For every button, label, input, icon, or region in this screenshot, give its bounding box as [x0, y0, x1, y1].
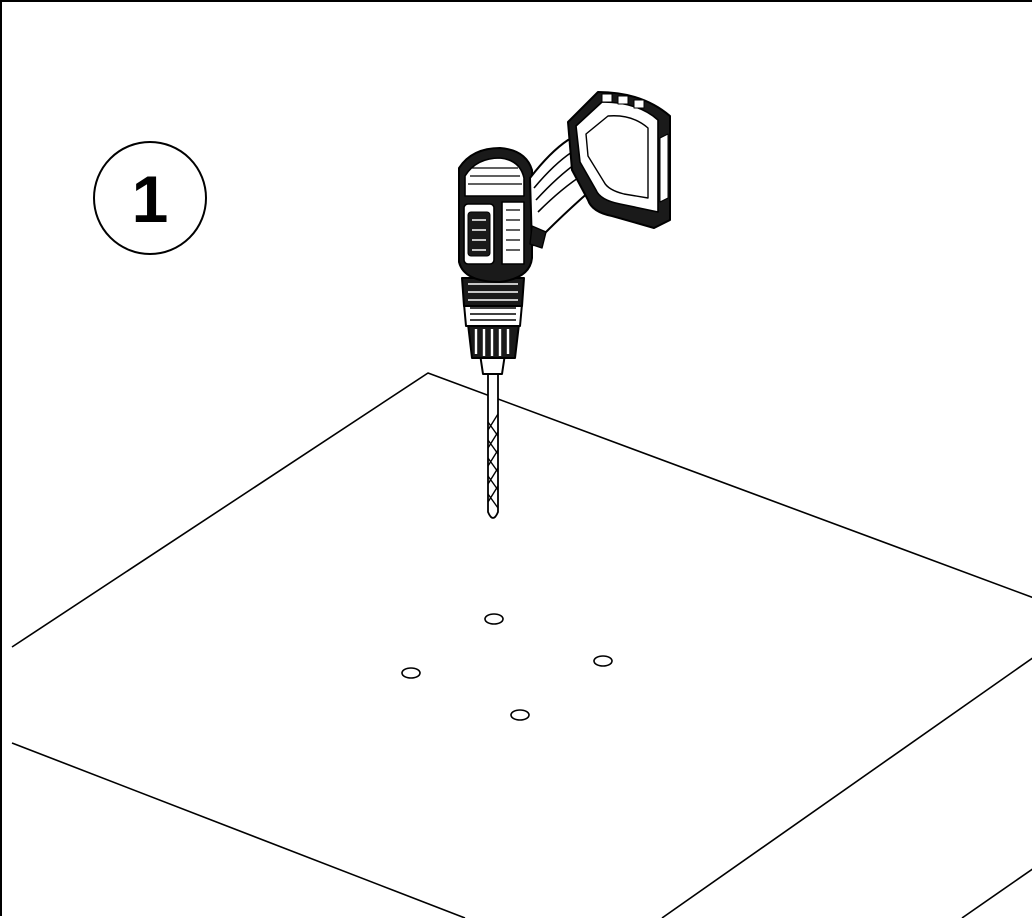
drill-hole: [401, 667, 421, 679]
drill-bit: [487, 372, 499, 519]
drill-hole: [484, 613, 504, 625]
drill-hole: [510, 709, 530, 721]
drill-hole: [593, 655, 613, 667]
cordless-drill-icon: [458, 91, 671, 519]
board-outline: [11, 372, 1032, 918]
drill-chuck: [463, 303, 523, 375]
drill-motor-housing: [458, 147, 533, 283]
board-front-left-edge: [11, 742, 466, 918]
drill-clutch-ring: [461, 277, 525, 307]
drill-battery: [567, 91, 671, 229]
board-back-right-edge: [961, 868, 1032, 918]
board-top-edge: [11, 372, 1032, 648]
board-front-right-edge: [661, 657, 1032, 918]
step-number-badge: 1: [93, 141, 207, 255]
drill-hole-icon: [401, 613, 613, 721]
step-number: 1: [131, 162, 169, 236]
